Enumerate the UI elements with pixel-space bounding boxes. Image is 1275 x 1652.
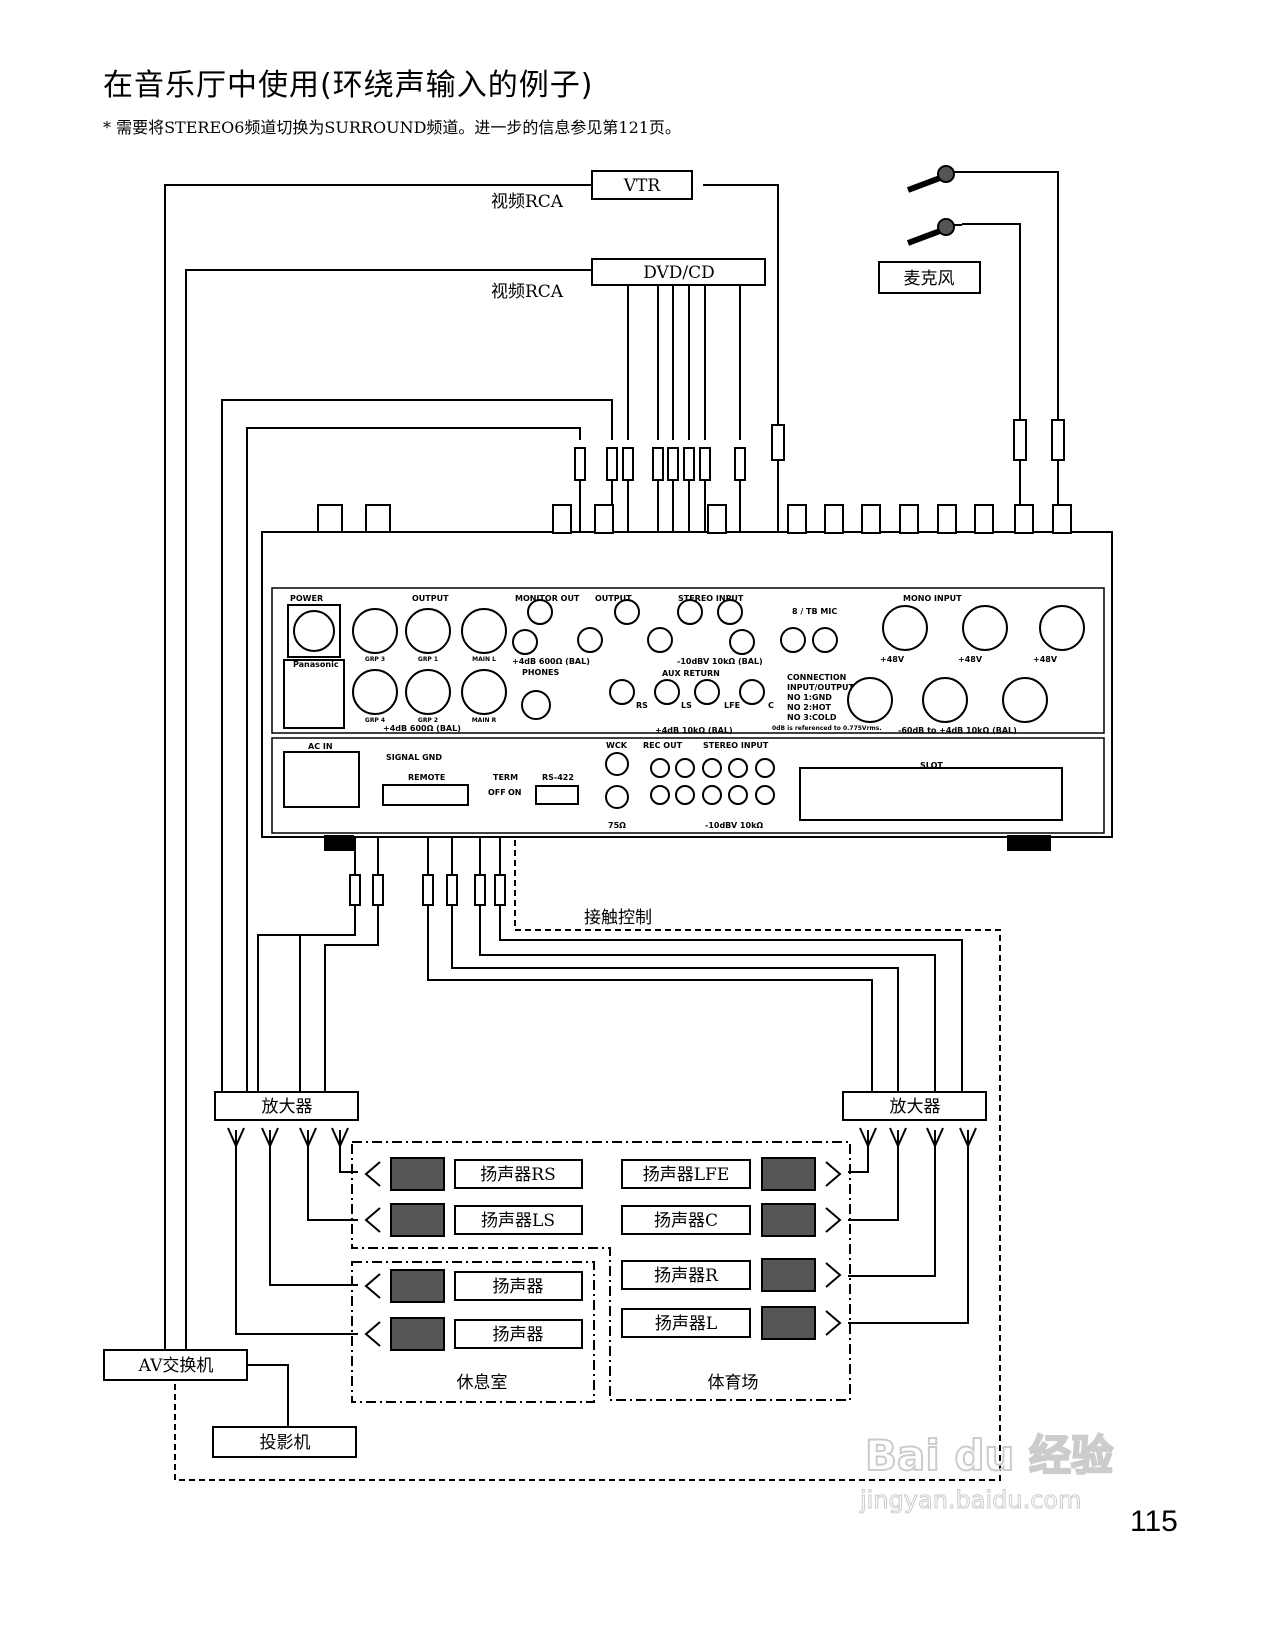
- svg-text:STEREO INPUT: STEREO INPUT: [703, 741, 769, 750]
- svg-text:-60dB to +4dB 10kΩ (BAL): -60dB to +4dB 10kΩ (BAL): [898, 726, 1017, 735]
- svg-text:LFE: LFE: [724, 701, 740, 710]
- grp3-label: GRP 3: [365, 656, 385, 663]
- watermark-url: jingyan.baidu.com: [859, 1486, 1081, 1514]
- svg-text:REC OUT: REC OUT: [643, 741, 683, 750]
- video-rca-label: 视频RCA: [491, 192, 564, 212]
- svg-text:+4dB 10kΩ (BAL): +4dB 10kΩ (BAL): [655, 726, 733, 735]
- watermark-logo: Bai du 经验: [865, 1431, 1113, 1480]
- svg-text:75Ω: 75Ω: [608, 821, 626, 830]
- svg-text:Panasonic: Panasonic: [293, 660, 339, 669]
- svg-text:OUTPUT: OUTPUT: [412, 594, 449, 603]
- diagram-labels: VTR DVD/CD 视频RCA 视频RCA 麦克风 接触控制 放大器 放大器 …: [138, 176, 955, 1453]
- dvd-label: DVD/CD: [643, 263, 715, 283]
- svg-text:SLOT: SLOT: [920, 761, 943, 770]
- svg-text:MONO INPUT: MONO INPUT: [903, 594, 962, 603]
- cables: [164, 171, 1059, 1427]
- zone-borders: [351, 1141, 851, 1403]
- svg-text:LS: LS: [681, 701, 692, 710]
- svg-text:+48V: +48V: [958, 655, 983, 664]
- svg-text:+48V: +48V: [880, 655, 905, 664]
- svg-text:C: C: [768, 701, 774, 710]
- page-note: * 需要将STEREO6频道切换为SURROUND频道。进一步的信息参见第121…: [103, 118, 681, 137]
- amp-left-label: 放大器: [262, 1097, 313, 1117]
- contact-control-label: 接触控制: [584, 908, 652, 928]
- svg-text:扬声器LS: 扬声器LS: [481, 1211, 555, 1231]
- svg-text:NO 1:GND: NO 1:GND: [787, 693, 832, 702]
- svg-text:+48V: +48V: [1033, 655, 1058, 664]
- svg-text:-10dBV 10kΩ (BAL): -10dBV 10kΩ (BAL): [677, 657, 763, 666]
- grp2-label: GRP 2: [418, 717, 438, 724]
- svg-text:REMOTE: REMOTE: [408, 773, 445, 782]
- svg-text:-10dBV 10kΩ: -10dBV 10kΩ: [705, 821, 763, 830]
- main-r-label: MAIN R: [472, 717, 497, 724]
- svg-text:NO 2:HOT: NO 2:HOT: [787, 703, 832, 712]
- amp-right-label: 放大器: [890, 1097, 941, 1117]
- contact-control-line: [174, 800, 1001, 1481]
- svg-text:扬声器: 扬声器: [493, 1325, 544, 1345]
- mixer-rear-panel: [261, 504, 1113, 851]
- svg-text:SIGNAL GND: SIGNAL GND: [386, 753, 442, 762]
- page-number: 115: [1130, 1505, 1178, 1538]
- svg-text:OFF: OFF: [488, 788, 506, 797]
- svg-text:TERM: TERM: [493, 773, 518, 782]
- svg-text:PHONES: PHONES: [522, 668, 560, 677]
- speaker-icons: [364, 1157, 842, 1351]
- xlr-output-labels: GRP 3 GRP 1 MAIN L GRP 4 GRP 2 MAIN R: [365, 656, 497, 724]
- av-switcher-label: AV交换机: [138, 1356, 214, 1376]
- svg-text:扬声器R: 扬声器R: [654, 1266, 719, 1286]
- projector-label: 投影机: [260, 1433, 311, 1453]
- svg-text:STEREO INPUT: STEREO INPUT: [678, 594, 744, 603]
- svg-text:扬声器C: 扬声器C: [654, 1211, 718, 1231]
- svg-text:NO 3:COLD: NO 3:COLD: [787, 713, 837, 722]
- rca-plugs: [349, 419, 1065, 906]
- main-l-label: MAIN L: [472, 656, 496, 663]
- svg-text:RS: RS: [636, 701, 648, 710]
- microphone-icons: [906, 165, 962, 246]
- svg-text:CONNECTION: CONNECTION: [787, 673, 846, 682]
- vtr-label: VTR: [623, 176, 662, 196]
- mic-label: 麦克风: [904, 269, 955, 289]
- svg-text:AUX RETURN: AUX RETURN: [662, 669, 720, 678]
- svg-text:RS-422: RS-422: [542, 773, 574, 782]
- page-title: 在音乐厅中使用(环绕声输入的例子): [103, 68, 594, 103]
- video-rca-label: 视频RCA: [491, 282, 564, 302]
- stadium-label: 体育场: [708, 1373, 759, 1393]
- svg-text:0dB is referenced to 0.775Vrms: 0dB is referenced to 0.775Vrms.: [772, 725, 882, 732]
- svg-text:扬声器RS: 扬声器RS: [480, 1165, 555, 1185]
- grp1-label: GRP 1: [418, 656, 438, 663]
- svg-text:+4dB 600Ω (BAL): +4dB 600Ω (BAL): [512, 657, 590, 666]
- lounge-label: 休息室: [457, 1373, 508, 1393]
- svg-text:扬声器LFE: 扬声器LFE: [643, 1165, 730, 1185]
- svg-text:INPUT/OUTPUT: INPUT/OUTPUT: [787, 683, 855, 692]
- svg-text:扬声器L: 扬声器L: [655, 1314, 717, 1334]
- grp4-label: GRP 4: [365, 717, 385, 724]
- svg-text:MONITOR OUT: MONITOR OUT: [515, 594, 580, 603]
- svg-text:WCK: WCK: [606, 741, 628, 750]
- svg-text:ON: ON: [508, 788, 522, 797]
- svg-text:8 / TB MIC: 8 / TB MIC: [792, 607, 837, 616]
- svg-text:AC IN: AC IN: [308, 742, 333, 751]
- svg-text:扬声器: 扬声器: [493, 1277, 544, 1297]
- svg-text:POWER: POWER: [290, 594, 323, 603]
- mixer-labels: POWER Panasonic OUTPUT MONITOR OUT OUTPU…: [290, 594, 1058, 830]
- svg-text:+4dB 600Ω (BAL): +4dB 600Ω (BAL): [383, 724, 461, 733]
- amp-output-symbols: [227, 1127, 977, 1149]
- device-boxes: [103, 170, 987, 1458]
- svg-text:OUTPUT: OUTPUT: [595, 594, 632, 603]
